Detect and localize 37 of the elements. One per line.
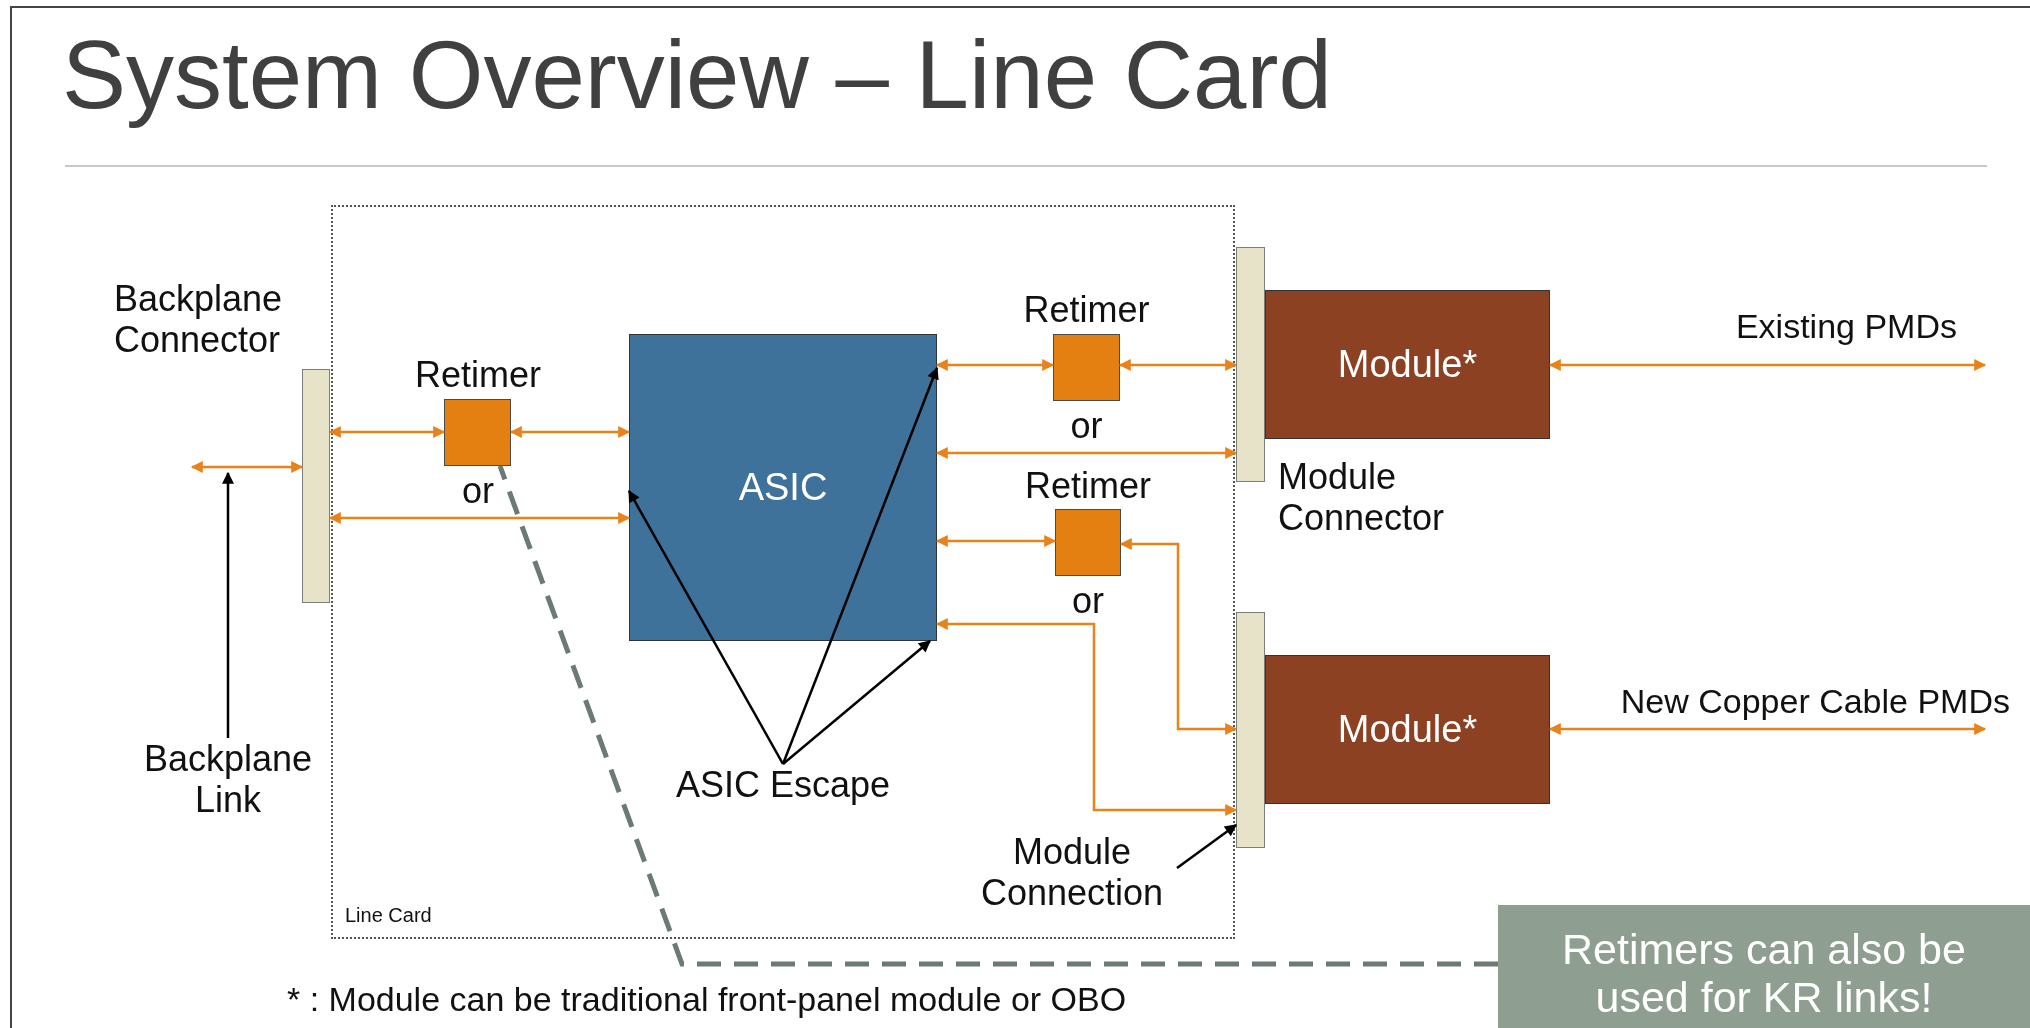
retimer-label: Retimer	[1024, 465, 1152, 507]
connector-arrow	[1548, 723, 1987, 735]
callout-note: Retimers can also be used for KR links!	[1498, 905, 2030, 1028]
footnote: * : Module can be traditional front-panel module or OBO	[287, 980, 1127, 1019]
leader-arrow	[627, 489, 785, 765]
annotation-text: ASIC Escape	[668, 764, 898, 806]
asic-chip: ASIC	[629, 334, 937, 641]
retimer-label: Retimer	[1022, 289, 1151, 331]
connector-arrow	[935, 359, 1055, 371]
alternative-label: or	[1069, 405, 1104, 447]
connector-arrow	[1118, 359, 1238, 371]
alternative-label: or	[1071, 580, 1105, 622]
connector-arrow	[190, 461, 304, 473]
module-block: Module*	[1265, 655, 1550, 804]
connector-arrow	[509, 426, 631, 438]
connector-arrow	[935, 535, 1057, 547]
alternative-label: or	[461, 470, 495, 512]
connector-arrow	[935, 447, 1238, 459]
annotation-text: Backplane Link	[138, 738, 318, 821]
leader-line	[497, 465, 1498, 967]
connector-arrow	[328, 512, 631, 524]
connector-arrow	[328, 426, 446, 438]
module-block: Module*	[1265, 290, 1550, 439]
line-card-boundary	[331, 205, 1235, 939]
connector-arrow	[1548, 359, 1987, 371]
leader-arrow	[1176, 824, 1237, 869]
annotation-text: Module Connection	[967, 831, 1177, 914]
connector-arrow	[1119, 538, 1238, 735]
leader-arrow	[222, 471, 234, 738]
leader-arrow	[782, 640, 931, 765]
slide-title: System Overview – Line Card	[62, 22, 1332, 128]
connector-label: Module Connector	[1278, 456, 1446, 539]
connector-arrow	[935, 618, 1238, 816]
retimer-label: Retimer	[414, 354, 542, 396]
connector-label: Backplane Connector	[114, 278, 284, 361]
leader-arrow	[781, 366, 939, 765]
card-label: Line Card	[345, 904, 432, 927]
